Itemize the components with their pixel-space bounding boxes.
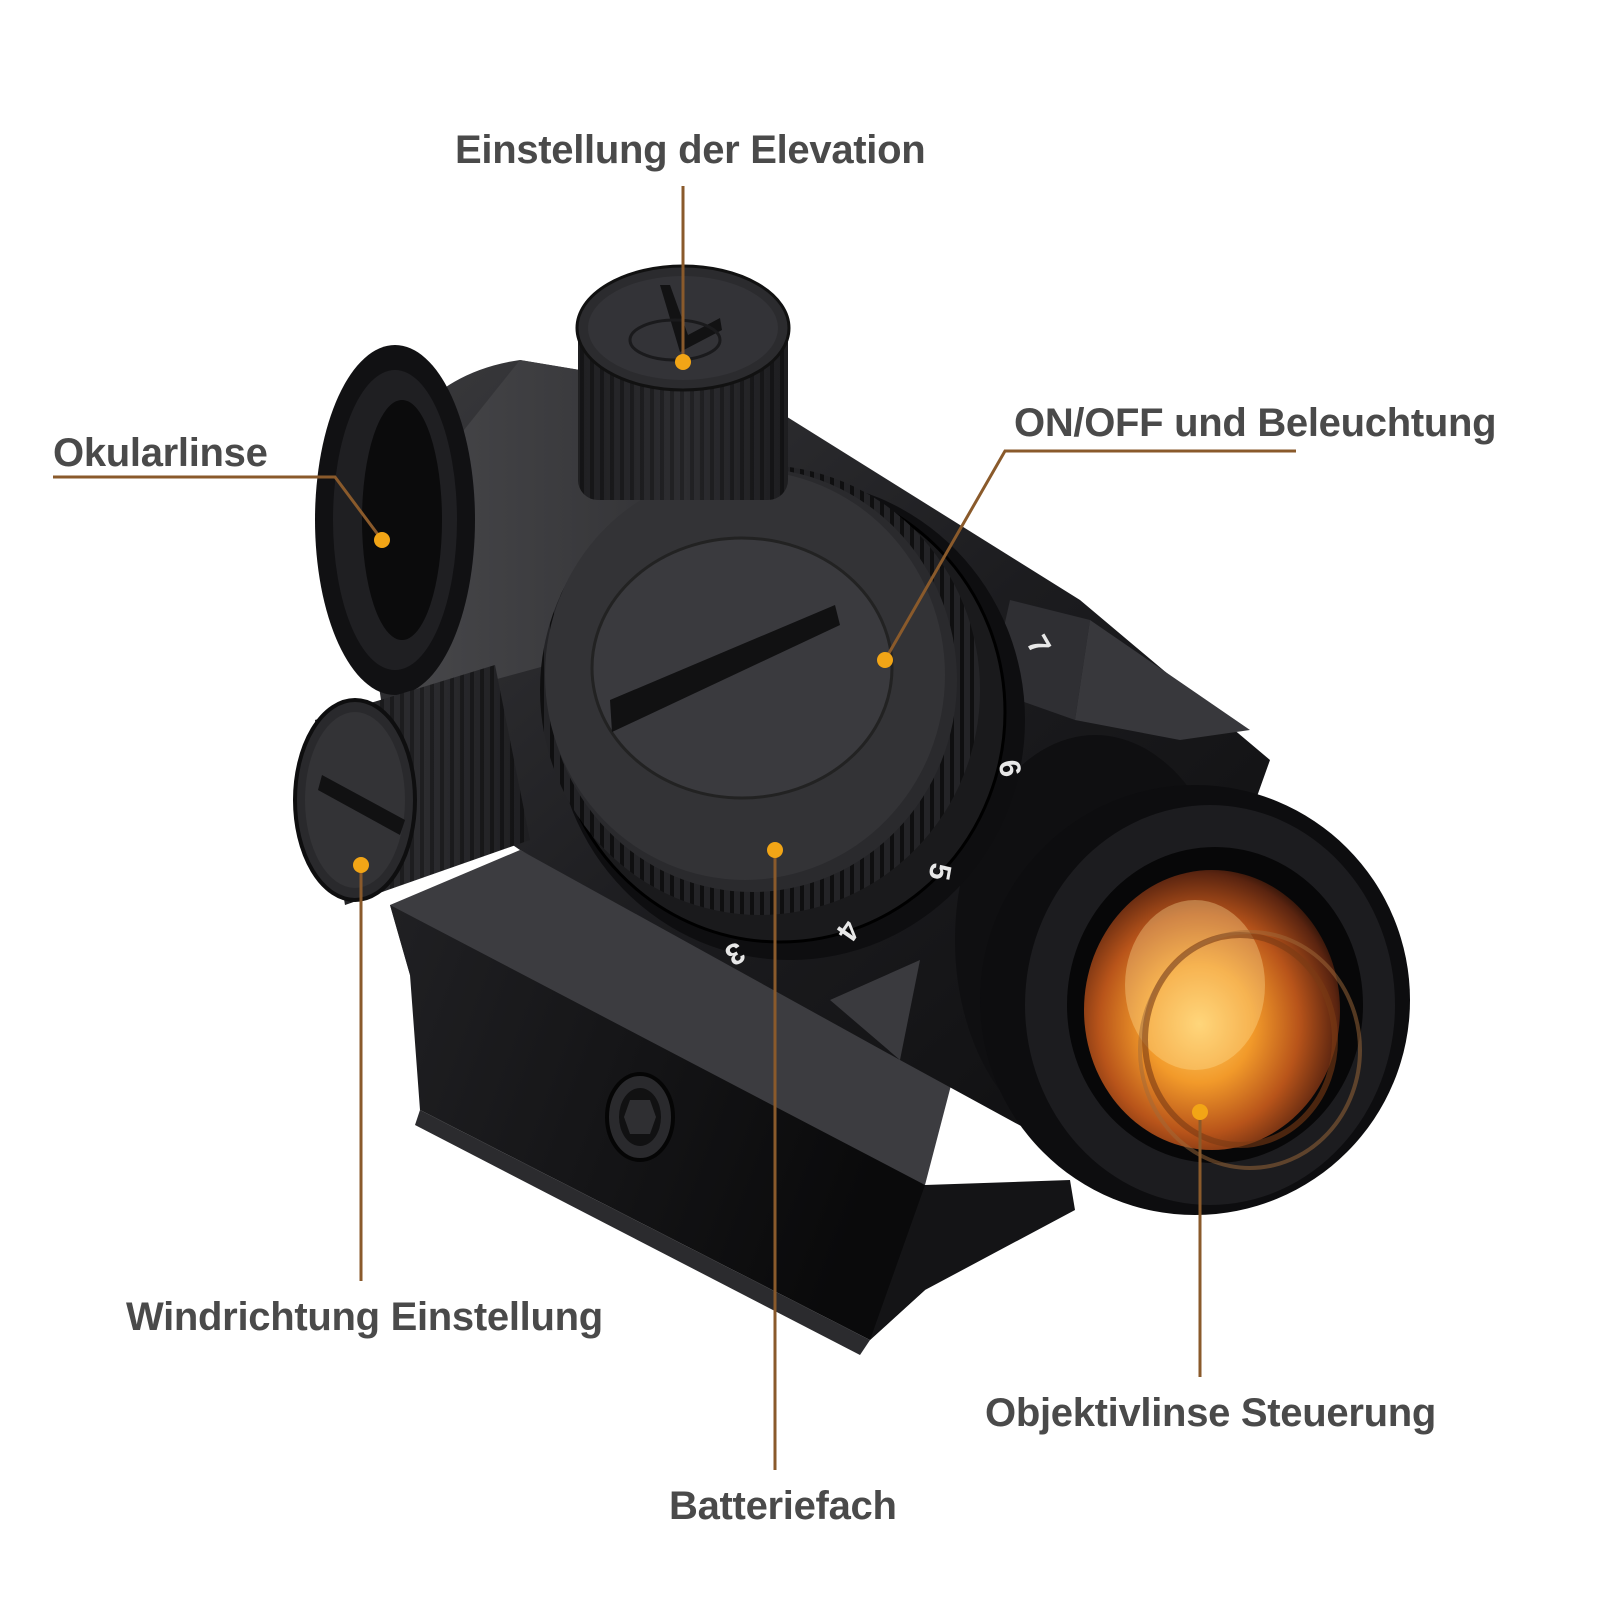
leader-okular: [53, 475, 384, 541]
dial-number-5: 5: [922, 861, 957, 883]
leader-onoff: [883, 449, 1296, 661]
battery-cap[interactable]: [590, 536, 894, 800]
label-elevation-adjustment: Einstellung der Elevation: [455, 128, 926, 172]
label-battery-compartment: Batteriefach: [669, 1484, 897, 1528]
rail-mount: [390, 850, 1075, 1355]
dot-objektiv: [1192, 1104, 1208, 1120]
dot-onoff: [877, 652, 893, 668]
ocular-lens-housing: [315, 345, 475, 695]
label-ocular-lens: Okularlinse: [53, 431, 268, 475]
dot-elevation: [675, 354, 691, 370]
callout-dots: [353, 354, 1208, 1120]
label-objective-lens: Objektivlinse Steuerung: [985, 1391, 1436, 1435]
label-windage-adjustment: Windrichtung Einstellung: [126, 1295, 603, 1339]
callout-leaders: [53, 186, 1296, 1470]
label-on-off-illumination: ON/OFF und Beleuchtung: [1014, 401, 1497, 445]
coin-slot-icon: [610, 605, 840, 732]
dot-batterie: [767, 842, 783, 858]
dot-okular: [374, 532, 390, 548]
elevation-arrow-icon: [660, 285, 722, 352]
windage-turret[interactable]: [293, 665, 530, 905]
dial-number-6: 6: [992, 757, 1027, 779]
elevation-turret[interactable]: [575, 264, 791, 500]
dot-wind: [353, 857, 369, 873]
objective-lens-assembly: [955, 735, 1410, 1215]
windage-slot-icon: [318, 775, 405, 835]
mount-screw-icon: [605, 1072, 675, 1162]
